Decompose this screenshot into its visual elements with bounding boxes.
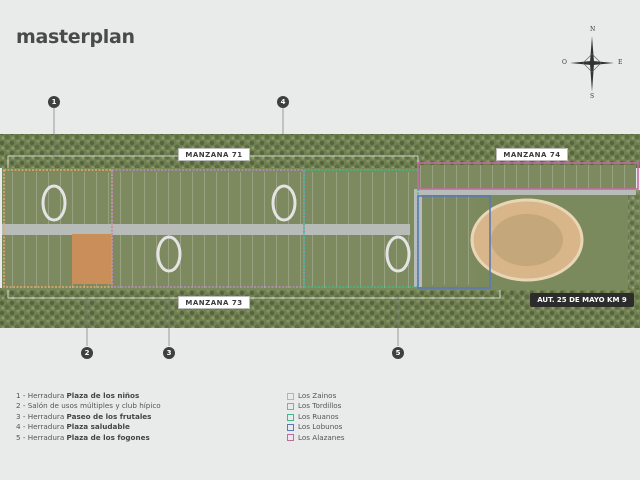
callout-2: 2 [81,347,93,359]
callout-3: 3 [163,347,175,359]
label-manzana-73: MANZANA 73 [178,296,250,309]
zone-los-zainos [3,169,113,288]
compass-e: E [618,59,623,66]
label-manzana-71: MANZANA 71 [178,148,250,161]
zone-los-lobunos [417,195,491,289]
callout-4: 4 [277,96,289,108]
horseshoe-3 [156,235,182,273]
compass-icon [570,36,614,92]
compass-o: O [562,59,567,66]
callout-5: 5 [392,347,404,359]
legend-neighborhoods: Los Zainos Los Tordillos Los Ruanos Los … [287,391,345,443]
legend-item-2: 2 - Salón de usos múltiples y club hípic… [16,401,161,411]
legend-neighborhood-tordillos: Los Tordillos [287,401,345,411]
swatch-ruanos [287,413,294,421]
zone-los-alazanes [417,162,639,190]
legend-item-3: 3 - Herradura Paseo de los frutales [16,411,152,421]
swatch-lobunos [287,423,294,431]
compass-s: S [590,93,595,100]
label-manzana-74: MANZANA 74 [496,148,568,161]
compass-n: N [590,26,596,33]
legend-neighborhood-ruanos: Los Ruanos [287,412,345,422]
legend-neighborhood-lobunos: Los Lobunos [287,422,345,432]
legend-neighborhood-zainos: Los Zainos [287,391,345,401]
page-title: masterplan [16,26,135,48]
swatch-zainos [287,392,294,400]
horseshoe-1 [41,184,67,222]
legend-item-4: 4 - Herradura Plaza saludable [16,422,130,432]
horseshoe-4 [271,184,297,222]
route-label: AUT. 25 DE MAYO KM 9 [530,293,634,307]
horseshoe-5 [385,235,411,273]
compass-rose: N S O E [562,26,622,100]
swatch-alazanes [287,434,294,442]
central-road [2,224,410,235]
swatch-tordillos [287,403,294,411]
legend-item-1: 1 - Herradura Plaza de los niños [16,391,140,400]
callout-1: 1 [48,96,60,108]
clubhouse-pad [72,234,112,284]
legend-item-5: 5 - Herradura Plaza de los fogones [16,432,150,442]
legend-amenities: 1 - Herradura Plaza de los niños 2 - Sal… [16,391,161,443]
legend-neighborhood-alazanes: Los Alazanes [287,433,345,443]
